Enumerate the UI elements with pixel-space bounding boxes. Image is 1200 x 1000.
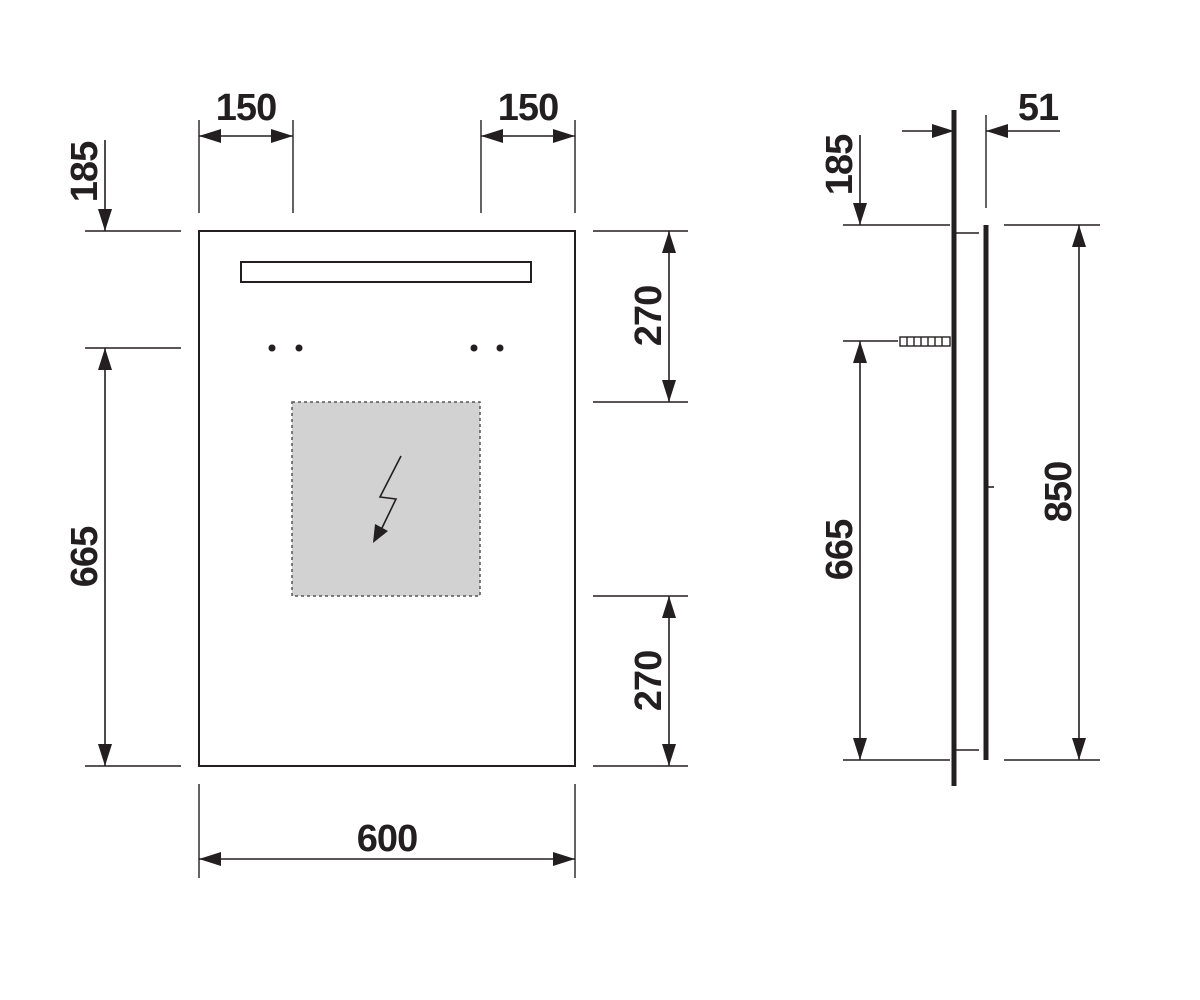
dim-label: 270 [628, 651, 670, 711]
light-strip [240, 261, 532, 283]
lightning-bolt-icon [373, 455, 402, 543]
dim-label: 665 [819, 519, 861, 580]
dim-right-offset: 150 [481, 87, 575, 143]
dim-width: 600 [199, 818, 575, 866]
mounting-dot [268, 344, 276, 352]
socket-area [291, 401, 481, 597]
dim-label: 150 [498, 87, 558, 129]
dim-label: 150 [216, 87, 276, 129]
dim-label: 665 [64, 526, 106, 587]
side-view: 51 185 665 850 [819, 87, 1100, 786]
dim-side-lower-height: 665 [819, 341, 867, 760]
dim-label: 51 [1018, 87, 1059, 129]
dim-label: 270 [628, 286, 670, 346]
dim-left-offset: 150 [199, 87, 293, 143]
mounting-points [268, 344, 504, 352]
dim-label: 600 [357, 818, 417, 860]
dim-side-height: 850 [1038, 225, 1086, 760]
wall-plug-icon [899, 336, 951, 347]
dim-lower-height: 665 [64, 348, 112, 766]
mounting-dot [295, 344, 303, 352]
dim-label: 850 [1038, 462, 1080, 522]
dim-depth: 51 [902, 87, 1060, 138]
dim-top-offset: 185 [64, 140, 112, 231]
dim-upper-spacing: 270 [628, 231, 676, 402]
front-view: 150 150 185 665 [64, 87, 688, 878]
dim-label: 185 [64, 141, 106, 202]
dim-lower-spacing: 270 [628, 596, 676, 766]
mounting-dot [496, 344, 504, 352]
dim-side-top-offset: 185 [819, 134, 867, 225]
mirror-outline [198, 230, 576, 767]
mounting-dot [470, 344, 478, 352]
dim-label: 185 [819, 134, 861, 195]
